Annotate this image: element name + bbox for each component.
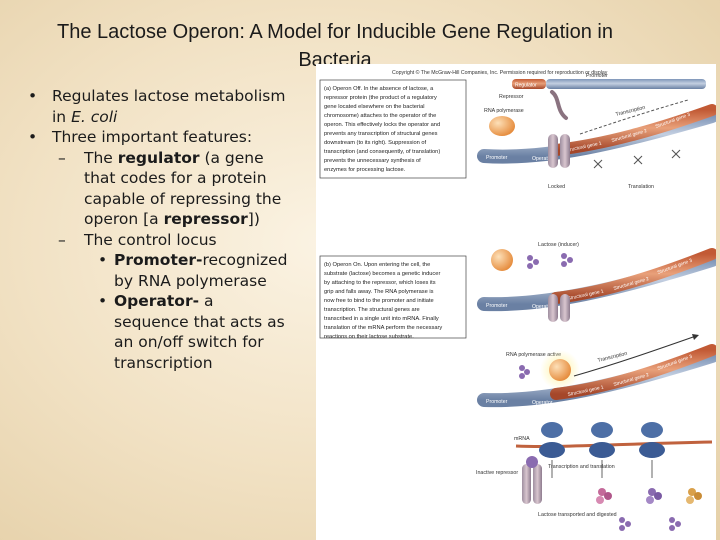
figure-svg: Copyright © The McGraw-Hill Companies, I… [319,69,716,531]
structural-genes-c [550,344,716,400]
sub-bullet-text: (a gene that codes for a protein capable… [84,148,282,229]
caption-line: by attaching to the repressor, which los… [324,280,436,286]
promoter-top-label: Promoter [586,73,608,79]
caption-line: (a) Operon Off. In the absence of lactos… [324,86,434,92]
enzymes [596,488,702,504]
blocked-x-icons [593,149,681,169]
caption-line: translation of the mRNA perform the nece… [324,325,442,331]
translation-label: Translation [628,184,654,190]
sub-bullet-text: The control locus [84,230,217,249]
promoter-label: Promoter [486,155,508,161]
lactose-molecules [527,253,573,269]
panel-b-caption: (b) Operon On. Upon entering the cell, t… [324,262,442,340]
caption-line: now free to bind to the promoter and ini… [324,298,434,304]
operator-label: Operator [532,304,553,310]
caption-line: operon. This effectively locks the opera… [324,122,440,128]
sub-sub-bullet-bold: Operator- [114,292,200,310]
regulator-dna-strand [546,79,706,89]
bullet-emphasis: E. coli [71,107,118,126]
panel-a-textbox [319,79,467,179]
bullet-text: Three important features: [52,128,253,146]
caption-line: substrate (lactose) becomes a genetic in… [324,271,440,277]
operator-label: Operator [532,156,553,162]
ribosomes [539,422,665,458]
transcription-arrow-a [579,99,689,135]
inactive-repressor-label: Inactive repressor [476,470,518,476]
caption-line: repressor protein (the product of a regu… [324,95,437,101]
caption-line: downstream (to its right). Suppression o… [324,140,427,146]
dash-marker-icon: – [58,148,66,167]
repressor [548,294,558,322]
sub-sub-bullet-bold: Promoter- [114,251,203,269]
rna-polymerase-blob [491,249,513,271]
dash-marker-icon: – [58,230,66,249]
transcription-label-a: Transcription [615,105,646,118]
transcription-label-b: Transcription [597,351,628,364]
copyright-notice: Copyright © The McGraw-Hill Companies, I… [392,69,608,76]
caption-line: grip and falls away. The RNA polymerase … [324,289,434,295]
sub-bullet-bold: regulator [117,148,200,167]
rna-polymerase-active-label: RNA polymerase active [506,352,561,358]
lactose-digested-label: Lactose transported and digested [538,512,617,518]
promoter-label: Promoter [486,399,508,405]
repressor-arrow [550,90,568,120]
sub-sub-bullet-text: recognized by RNA polymerase [114,251,288,290]
sub-bullet-control-locus: –The control locus [22,230,292,251]
bullet-dot-icon: • [98,292,108,310]
bound-lactose [526,456,538,468]
sub-sub-bullet-promoter: • Promoter-recognized by RNA polymerase [22,250,292,291]
bullet-item-features: • Three important features: [22,127,292,148]
transcription-translation-label: Transcription and translation [548,464,615,470]
bound-repressor [548,134,558,168]
regulator-gene [512,79,546,89]
repressor-label: Repressor [499,94,524,100]
sub-sub-bullet-text: a sequence that acts as an on/off switch… [114,292,285,372]
caption-line: reactions on their lactose substrate. [324,334,414,340]
sub-sub-bullet-operator: • Operator- a sequence that acts as an on… [22,291,292,373]
lactose-molecules [519,365,530,379]
bullet-dot-icon: • [28,128,38,146]
repressor [560,294,570,322]
structural-genes-b [550,248,716,304]
bullet-text: Regulates lactose metabolism in [52,87,286,126]
caption-line: prevents the unnecessary synthesis of [324,158,421,164]
caption-line: transcribed in a single unit into mRNA. … [324,316,439,322]
inactive-repressor [533,464,542,504]
bullet-list: • Regulates lactose metabolism in E. coli… [22,86,292,373]
caption-line: enzymes for processing lactose. [324,167,406,173]
bullet-item-lactose: • Regulates lactose metabolism in E. coli [22,86,292,127]
caption-line: gene located elsewhere on the bacterial [324,104,425,110]
rna-polymerase-blob [489,116,515,136]
caption-line: transcription. The structural genes are [324,307,420,313]
panel-b-textbox [319,255,467,339]
lac-operon-figure: Copyright © The McGraw-Hill Companies, I… [316,64,716,540]
structural-genes-a [550,104,716,156]
promoter-label: Promoter [486,303,508,309]
transcription-arrow-b [573,335,697,377]
regulator-label: Regulator [515,83,537,89]
sub-bullet-text: ]) [247,210,260,228]
locked-label: Locked [548,184,565,190]
bound-repressor [560,134,570,168]
caption-line: (b) Operon On. Upon entering the cell, t… [324,262,430,268]
operator-label: Operator [532,400,553,406]
mrna-label: mRNA [514,436,530,442]
caption-line: chromosome) attaches to the operator of … [324,113,436,119]
caption-line: prevents any transcription of structural… [324,131,438,137]
active-rna-polymerase [549,359,571,381]
inactive-repressor [522,464,531,504]
sub-bullet-text: The [84,148,118,167]
lactose-molecules [619,517,681,531]
lactose-inducer-label: Lactose (inducer) [538,242,579,248]
panel-a-caption: (a) Operon Off. In the absence of lactos… [324,86,440,173]
sub-bullet-bold: repressor [163,210,248,228]
sub-bullet-regulator: –The regulator (a gene that codes for a … [22,148,292,230]
translation-arrows [551,460,653,478]
bullet-dot-icon: • [98,251,108,269]
bullet-dot-icon: • [28,87,38,105]
arrow-head-icon [692,334,699,340]
caption-line: transcription (and consequently, of tran… [324,149,440,155]
rna-polymerase-label: RNA polymerase [484,108,524,114]
